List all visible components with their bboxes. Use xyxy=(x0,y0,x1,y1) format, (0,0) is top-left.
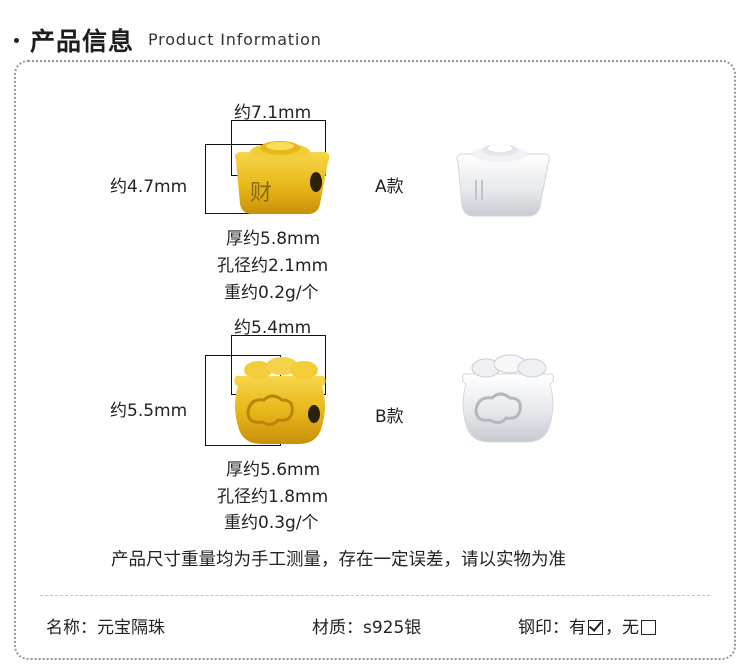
measurement-note: 产品尺寸重量均为手工测量，存在一定误差，请以实物为准 xyxy=(111,550,566,570)
product-a-glyph: 财 xyxy=(250,181,272,206)
stamp-yes-checkbox xyxy=(588,620,603,635)
product-a-weight: 重约0.2g/个 xyxy=(224,283,319,303)
footer-stamp: 钢印：有 ，无 xyxy=(518,613,658,638)
material-value: s925银 xyxy=(363,618,422,638)
product-a-gold-image: 财 xyxy=(234,141,330,214)
stamp-label: 钢印： xyxy=(518,618,569,638)
product-a-hole: 孔径约2.1mm xyxy=(217,256,329,276)
product-b-label: B款 xyxy=(375,407,404,427)
product-b-thickness: 厚约5.6mm xyxy=(226,460,321,480)
product-b-height: 约5.5mm xyxy=(110,401,188,421)
stamp-separator: ， xyxy=(605,618,622,638)
product-b-weight: 重约0.3g/个 xyxy=(224,513,319,533)
material-label: 材质： xyxy=(312,618,363,638)
section-subtitle: Product Information xyxy=(148,30,322,49)
product-b-silver-image xyxy=(461,354,555,443)
stamp-yes-label: 有 xyxy=(569,618,586,638)
product-a-silver-image xyxy=(456,144,550,217)
footer-name: 名称：元宝隔珠 xyxy=(46,613,165,638)
product-a-height: 约4.7mm xyxy=(110,177,188,197)
product-b-width: 约5.4mm xyxy=(234,318,312,338)
stamp-no-checkbox xyxy=(641,620,656,635)
header-bullet xyxy=(14,38,19,43)
footer-material: 材质：s925银 xyxy=(312,613,421,638)
product-a-thickness: 厚约5.8mm xyxy=(226,229,321,249)
info-frame xyxy=(14,60,736,660)
section-title: 产品信息 xyxy=(30,27,135,56)
name-label: 名称： xyxy=(46,618,97,638)
product-a-label: A款 xyxy=(375,177,404,197)
stamp-no-label: 无 xyxy=(622,618,639,638)
product-b-hole: 孔径约1.8mm xyxy=(217,487,329,507)
product-a-width: 约7.1mm xyxy=(234,103,312,123)
product-b-gold-image xyxy=(234,357,326,444)
name-value: 元宝隔珠 xyxy=(97,618,165,638)
footer-divider xyxy=(40,595,710,596)
